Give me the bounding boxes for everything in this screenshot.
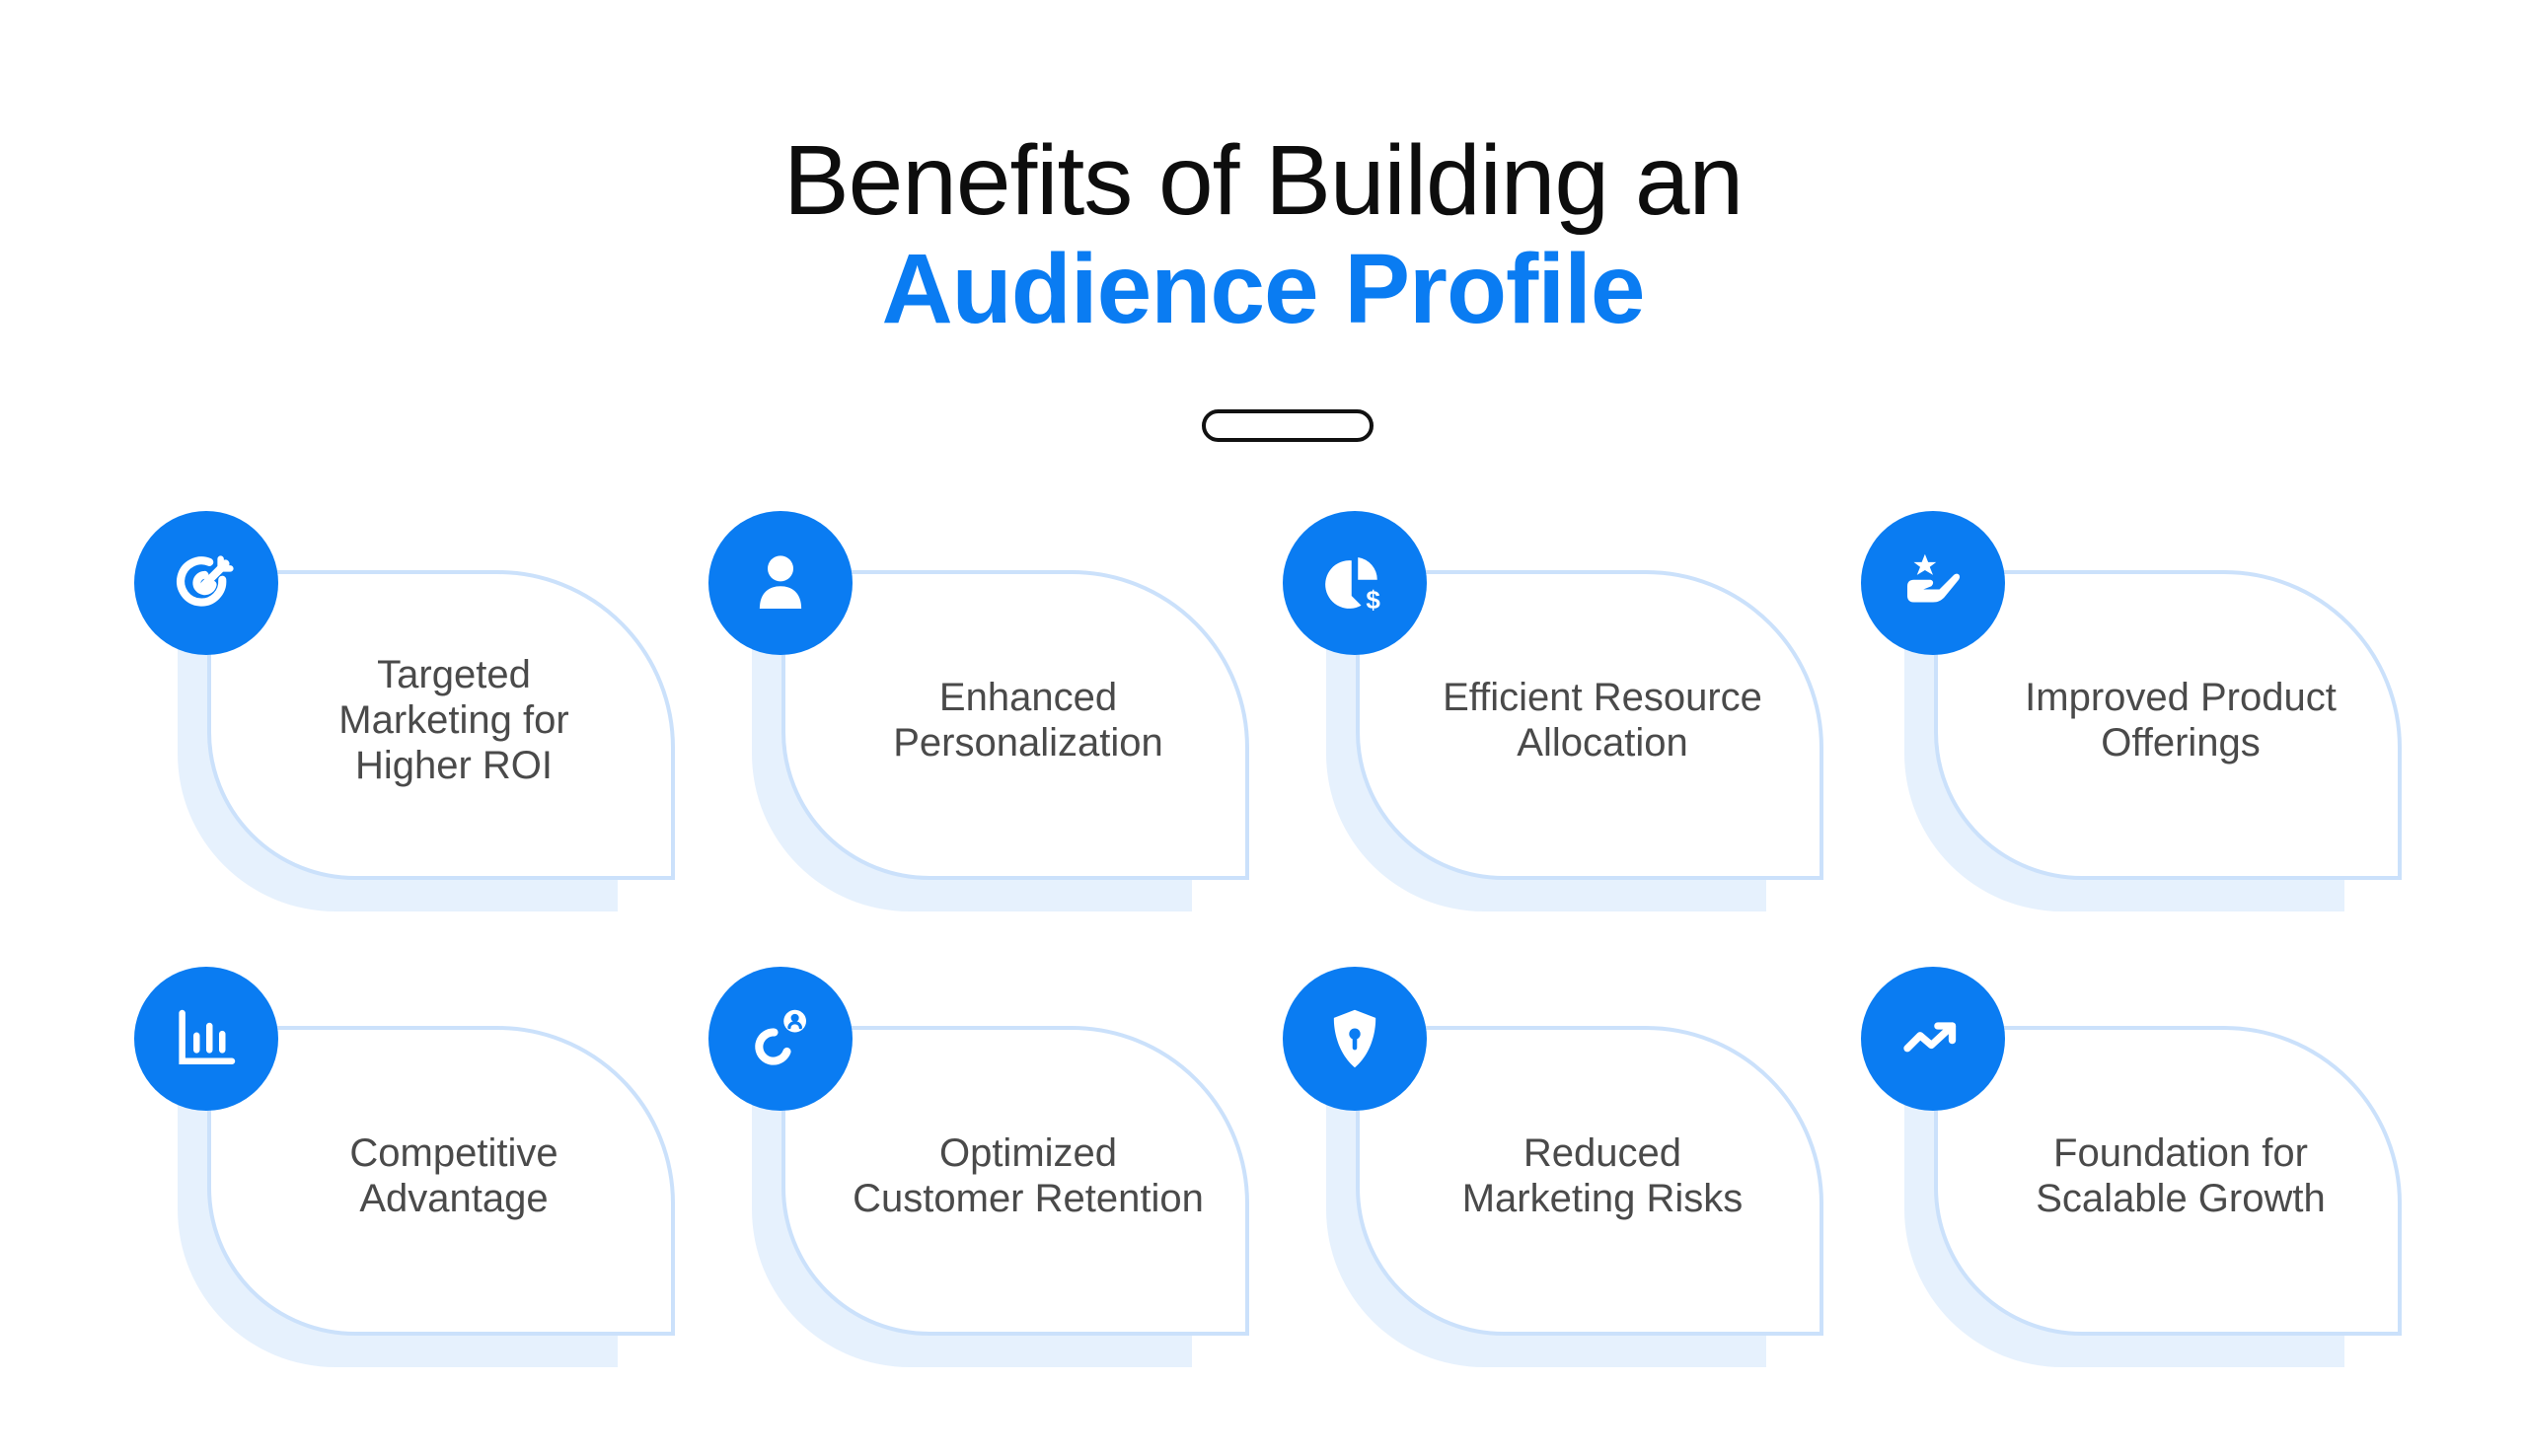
card-panel [1934,570,2402,880]
icon-badge [708,511,853,655]
icon-badge [1861,511,2005,655]
card-label: Enhanced Personalization [893,676,1163,764]
card-panel [1356,1026,1823,1336]
icon-badge [134,967,278,1111]
icon-badge: $ [1283,511,1427,655]
card-panel [1934,1026,2402,1336]
icon-badge [708,967,853,1111]
title-line-2: Audience Profile [881,234,1645,344]
magnet-user-icon [755,1009,806,1065]
card-label: Reduced Marketing Risks [1461,1131,1744,1220]
card-panel [207,570,675,880]
card-panel [207,1026,675,1336]
bar-chart-icon [179,1009,236,1064]
card-label: Foundation for Scalable Growth [2036,1131,2326,1220]
title-line-1: Benefits of Building an [782,125,1744,236]
benefit-card-competitive-advantage: Competitive Advantage [134,967,691,1403]
benefit-card-scalable-growth: Foundation for Scalable Growth [1861,967,2417,1403]
card-panel [1356,570,1823,880]
svg-text:$: $ [1366,585,1380,615]
icon-badge [134,511,278,655]
divider-pill [1202,409,1374,442]
shield-keyhole-icon [1333,1009,1376,1068]
icon-badge [1283,967,1427,1111]
trend-up-arrow-icon [1903,1022,1957,1053]
card-label: Competitive Advantage [349,1131,558,1220]
card-panel [781,1026,1249,1336]
pie-chart-dollar-icon: $ [1325,557,1380,615]
card-label: Optimized Customer Retention [853,1131,1204,1220]
card-label: Targeted Marketing for Higher ROI [338,653,569,787]
card-label: Efficient Resource Allocation [1443,676,1762,764]
target-arrow-icon [177,555,234,607]
benefit-card-marketing-risks: Reduced Marketing Risks [1283,967,1839,1403]
hand-star-icon [1907,553,1961,603]
benefit-card-resource-allocation: $ Efficient Resource Allocation [1283,511,1839,947]
icon-badge [1861,967,2005,1111]
benefit-card-customer-retention: Optimized Customer Retention [708,967,1265,1403]
benefit-card-targeted-marketing: Targeted Marketing for Higher ROI [134,511,691,947]
benefit-card-personalization: Enhanced Personalization [708,511,1265,947]
benefit-card-product-offerings: Improved Product Offerings [1861,511,2417,947]
card-label: Improved Product Offerings [2025,676,2337,764]
card-panel [781,570,1249,880]
user-icon [759,555,802,609]
